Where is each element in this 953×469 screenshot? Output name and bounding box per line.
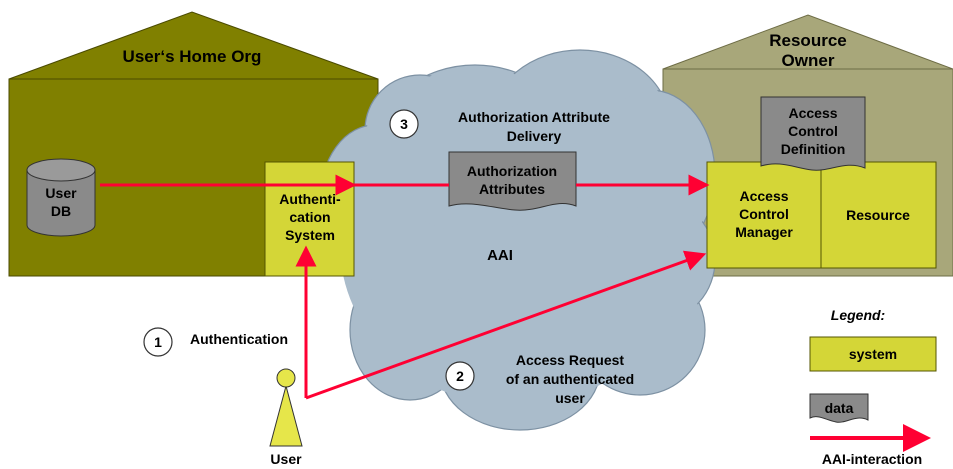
step-2-line3: user (555, 390, 585, 406)
legend-title: Legend: (831, 307, 885, 323)
access-control-definition: Access Control Definition (760, 96, 866, 171)
access-control-manager: Access Control Manager (706, 161, 822, 269)
legend-interaction-label: AAI-interaction (822, 451, 922, 467)
legend-system-label: system (849, 346, 897, 362)
user-body-icon (269, 384, 303, 447)
aai-cloud: AAI (319, 49, 716, 431)
user-db-line1: User (45, 185, 77, 201)
authentication-system-line2: cation (289, 209, 330, 225)
user-db: User DB (26, 158, 96, 237)
access-control-manager-line2: Control (739, 206, 789, 222)
resource-owner-title-line1: Resource (769, 31, 846, 50)
step-3-line1: Authorization Attribute (458, 109, 610, 125)
authorization-attributes-line2: Attributes (479, 181, 545, 197)
authorization-attributes: Authorization Attributes (448, 151, 577, 211)
step-2-number: 2 (456, 368, 464, 384)
authentication-system-line3: System (285, 227, 335, 243)
resource-owner-title-line2: Owner (782, 51, 835, 70)
legend: Legend: system data AAI-interaction (809, 307, 937, 467)
access-control-definition-line3: Definition (781, 141, 846, 157)
authorization-attributes-shape (448, 151, 577, 211)
step-1-circle (143, 327, 173, 357)
legend-data-shape (809, 393, 869, 423)
user-figure: User (269, 368, 303, 467)
home-org-title: User‘s Home Org (123, 47, 262, 66)
authentication-system-line1: Authenti- (279, 191, 341, 207)
access-control-manager-box (706, 161, 822, 269)
step-2-line2: of an authenticated (506, 371, 634, 387)
access-control-manager-line1: Access (739, 188, 788, 204)
access-control-definition-line2: Control (788, 123, 838, 139)
aai-label: AAI (487, 247, 513, 264)
step-2-circle (445, 361, 475, 391)
step-1-label: Authentication (190, 331, 288, 347)
access-control-definition-line1: Access (788, 105, 837, 121)
user-db-top (26, 158, 96, 182)
step-2-line1: Access Request (516, 352, 625, 368)
resource-box (820, 161, 937, 269)
resource: Resource (820, 161, 937, 269)
access-control-manager-line3: Manager (735, 224, 793, 240)
user-label: User (270, 451, 302, 467)
step-3-line2: Delivery (507, 128, 562, 144)
step-1: 1 Authentication (143, 327, 288, 357)
authorization-attributes-line1: Authorization (467, 163, 557, 179)
step-3-number: 3 (400, 116, 408, 132)
step-1-number: 1 (154, 334, 162, 350)
user-db-line2: DB (51, 203, 71, 219)
step-3-circle (389, 109, 419, 139)
resource-label: Resource (846, 207, 910, 223)
step-2: 2 Access Request of an authenticated use… (445, 352, 634, 406)
legend-system-box (809, 336, 937, 372)
authentication-system: Authenti- cation System (264, 161, 355, 277)
legend-data-label: data (825, 400, 854, 416)
access-control-definition-shape (760, 96, 866, 171)
user-head-icon (276, 368, 296, 388)
step-3: 3 Authorization Attribute Delivery (389, 109, 610, 144)
home-org-roof (8, 11, 379, 80)
aai-arrows (100, 174, 710, 400)
user-db-body (26, 169, 96, 237)
arrow-user-to-acm (305, 250, 707, 400)
